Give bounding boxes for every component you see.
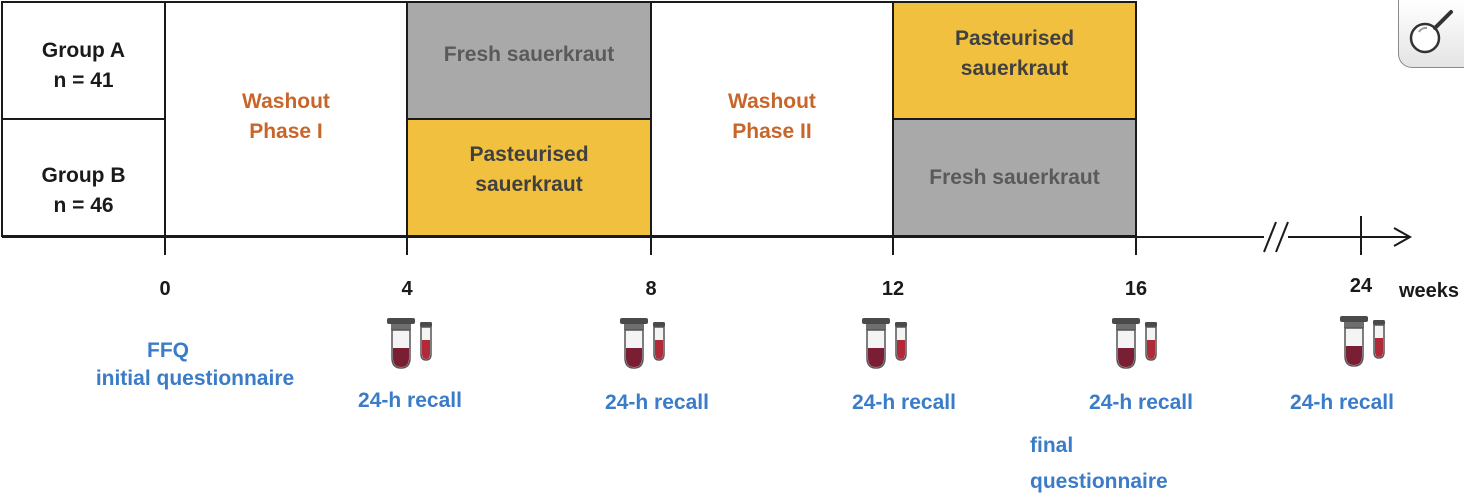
washout-phase-1-line2: Phase I bbox=[249, 120, 323, 143]
washout-phase-1-label: Washout Phase I bbox=[165, 87, 407, 147]
tick-label-8: 8 bbox=[645, 278, 657, 300]
final-line2: questionnaire bbox=[1030, 470, 1168, 493]
pasteurised-label-a: Pasteurised sauerkraut bbox=[893, 24, 1136, 84]
group-a-label: Group A n = 41 bbox=[2, 36, 165, 96]
group-a-name: Group A bbox=[41, 39, 126, 62]
final-line1: final bbox=[1030, 434, 1074, 457]
fresh-sauerkraut-label-a: Fresh sauerkraut bbox=[443, 43, 615, 66]
blood-sample-tubes-icon bbox=[1339, 315, 1386, 367]
initial-questionnaire-label: initial questionnaire bbox=[95, 367, 295, 390]
block-pasteurised-group-a bbox=[893, 2, 1136, 119]
pasteurised-a-line1: Pasteurised bbox=[954, 27, 1075, 50]
recall-label-week8: 24-h recall bbox=[605, 391, 709, 414]
washout-phase-1-line1: Washout bbox=[242, 90, 330, 113]
pasteurised-label-b: Pasteurised sauerkraut bbox=[407, 140, 651, 200]
group-b-name: Group B bbox=[41, 164, 126, 187]
blood-sample-tubes-icon bbox=[386, 317, 433, 369]
washout-phase-2-line1: Washout bbox=[728, 90, 816, 113]
pasteurised-a-line2: sauerkraut bbox=[960, 57, 1069, 80]
tick-label-16: 16 bbox=[1124, 278, 1148, 300]
timeline-unit-label: weeks bbox=[1398, 280, 1460, 302]
block-fresh-group-a bbox=[407, 2, 651, 119]
recall-label-week12: 24-h recall bbox=[852, 391, 956, 414]
tick-label-4: 4 bbox=[401, 278, 413, 300]
washout-phase-2-label: Washout Phase II bbox=[651, 87, 893, 147]
axis-break-icon bbox=[1263, 221, 1289, 253]
group-b-label: Group B n = 46 bbox=[2, 161, 165, 221]
recall-label-week24: 24-h recall bbox=[1290, 391, 1394, 414]
pasteurised-b-line2: sauerkraut bbox=[475, 173, 583, 196]
washout-phase-2-line2: Phase II bbox=[732, 120, 812, 143]
blood-sample-tubes-icon bbox=[861, 317, 908, 369]
blood-sample-tubes-icon bbox=[1111, 317, 1158, 369]
block-pasteurised-group-b bbox=[407, 119, 651, 236]
fresh-sauerkraut-label-b: Fresh sauerkraut bbox=[929, 166, 1100, 189]
pasteurised-b-line1: Pasteurised bbox=[469, 143, 589, 166]
group-b-count: n = 46 bbox=[53, 194, 114, 217]
ffq-label: FFQ bbox=[147, 339, 189, 362]
recall-label-week16: 24-h recall bbox=[1089, 391, 1193, 414]
tick-label-24: 24 bbox=[1349, 275, 1373, 297]
timeline-arrowhead bbox=[1393, 227, 1413, 247]
blood-sample-tubes-icon bbox=[619, 317, 666, 369]
final-questionnaire-label: final questionnaire bbox=[1030, 431, 1168, 497]
zoom-button[interactable] bbox=[1398, 0, 1464, 68]
block-fresh-group-b bbox=[893, 119, 1136, 236]
tick-label-0: 0 bbox=[159, 278, 171, 300]
magnifier-icon bbox=[1409, 10, 1453, 54]
recall-label-week4: 24-h recall bbox=[358, 389, 462, 412]
tick-label-12: 12 bbox=[881, 278, 905, 300]
group-a-count: n = 41 bbox=[53, 69, 114, 92]
